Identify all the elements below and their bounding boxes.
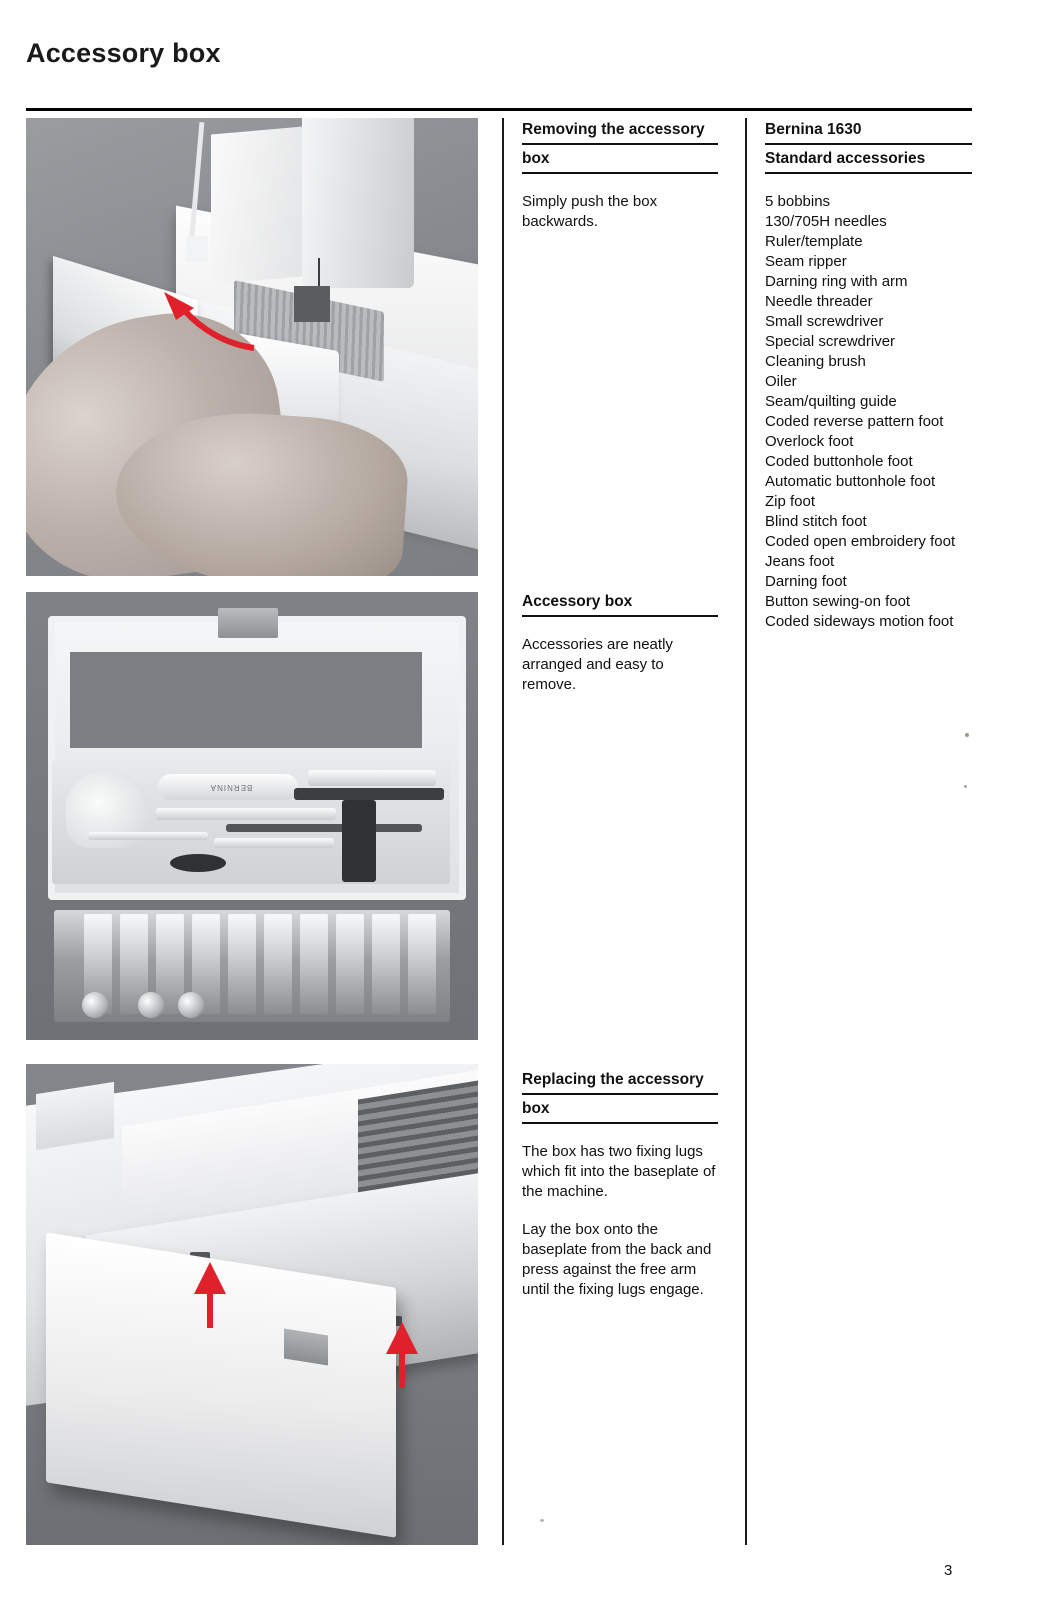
accessory-item: 130/705H needles xyxy=(765,213,887,230)
accessory-item: Darning foot xyxy=(765,573,847,590)
column-divider-right xyxy=(745,118,747,1545)
page-title: Accessory box xyxy=(26,38,221,68)
heading-line-1: Bernina 1630 xyxy=(765,118,972,145)
accessory-item: Blind stitch foot xyxy=(765,513,867,530)
section-heading-bernina: Bernina 1630 Standard accessories xyxy=(765,118,973,174)
paragraph: Simply push the box backwards. xyxy=(522,193,658,230)
scan-speck xyxy=(540,1519,544,1522)
accessory-item: Button sewing-on foot xyxy=(765,593,911,610)
red-arrow-icon-left xyxy=(192,1260,232,1335)
heading-line-2: box xyxy=(522,147,718,174)
accessory-item: Cleaning brush xyxy=(765,353,866,370)
section-heading-accessory-box: Accessory box xyxy=(522,590,720,617)
paragraph: The box has two fixing lugs which fit in… xyxy=(522,1143,716,1200)
column-divider-left xyxy=(502,118,504,1545)
accessory-item: Small screwdriver xyxy=(765,313,884,330)
accessory-item: Coded sideways motion foot xyxy=(765,613,954,630)
figure-removing-box xyxy=(26,118,478,576)
accessory-item: Coded reverse pattern foot xyxy=(765,413,944,430)
accessory-item: Oiler xyxy=(765,373,797,390)
paragraph: Accessories are neatly arranged and easy… xyxy=(522,636,673,693)
accessory-item: Special screwdriver xyxy=(765,333,896,350)
section-heading-removing: Removing the accessory box xyxy=(522,118,720,174)
section-body-accessory-box: Accessories are neatly arranged and easy… xyxy=(522,635,720,695)
accessory-item: 5 bobbins xyxy=(765,193,831,210)
accessory-item: Jeans foot xyxy=(765,553,835,570)
section-body-removing: Simply push the box backwards. xyxy=(522,192,720,232)
accessory-item: Coded open embroidery foot xyxy=(765,533,956,550)
red-arrow-icon xyxy=(154,286,264,356)
accessory-item: Automatic buttonhole foot xyxy=(765,473,936,490)
accessory-item: Zip foot xyxy=(765,493,816,510)
figure-replacing-box xyxy=(26,1064,478,1545)
bernina-brand-text: BERNINA xyxy=(209,783,253,792)
heading-line-2: Standard accessories xyxy=(765,147,972,174)
section-accessory-box: Accessory box Accessories are neatly arr… xyxy=(522,590,720,713)
section-removing-accessory-box: Removing the accessory box Simply push t… xyxy=(522,118,720,250)
page-number: 3 xyxy=(944,1562,953,1579)
accessory-item: Coded buttonhole foot xyxy=(765,453,913,470)
top-horizontal-rule xyxy=(26,108,972,111)
accessory-item: Needle threader xyxy=(765,293,873,310)
accessory-item: Overlock foot xyxy=(765,433,854,450)
paragraph: Lay the box onto the baseplate from the … xyxy=(522,1221,712,1298)
heading-line-1: Removing the accessory xyxy=(522,118,718,145)
scan-speck xyxy=(964,785,967,788)
red-arrow-icon-right xyxy=(384,1320,424,1395)
heading-line-1: Replacing the accessory xyxy=(522,1068,718,1095)
section-body-replacing: The box has two fixing lugs which fit in… xyxy=(522,1142,720,1300)
heading-line-1: Accessory box xyxy=(522,590,718,617)
section-replacing-accessory-box: Replacing the accessory box The box has … xyxy=(522,1068,720,1318)
section-standard-accessories: Bernina 1630 Standard accessories 5 bobb… xyxy=(765,118,973,632)
accessory-item: Darning ring with arm xyxy=(765,273,908,290)
heading-line-2: box xyxy=(522,1097,718,1124)
accessory-item: Seam ripper xyxy=(765,253,847,270)
accessory-item: Seam/quilting guide xyxy=(765,393,897,410)
section-heading-replacing: Replacing the accessory box xyxy=(522,1068,720,1124)
accessory-item: Ruler/template xyxy=(765,233,863,250)
scan-speck xyxy=(965,733,969,737)
figure-open-accessory-box: BERNINA xyxy=(26,592,478,1040)
